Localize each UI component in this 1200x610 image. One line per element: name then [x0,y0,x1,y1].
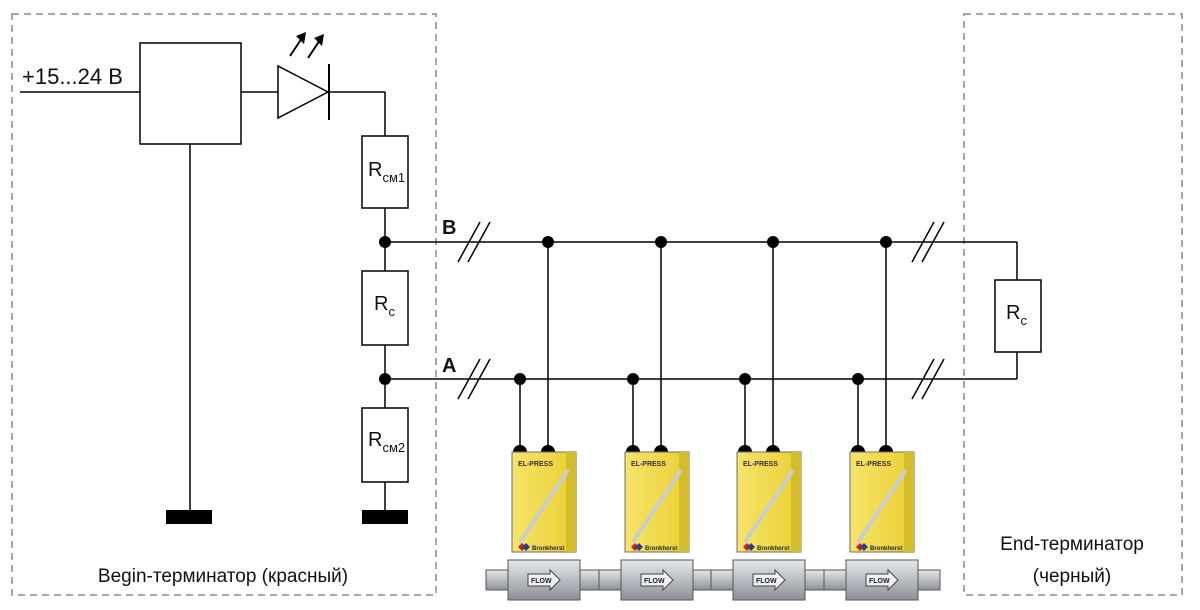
led-icon [277,32,330,120]
connector-pin [626,445,640,452]
end-terminator-box [963,13,1183,596]
flow-arrow-icon [752,568,786,592]
device-maker-label: Bronkhorst [645,546,677,552]
device-brand-label: EL-PRESS [743,461,778,468]
cable-break-marks [457,221,945,400]
junction-dot [655,236,667,248]
connector-pin [541,445,555,452]
junction-dot [379,236,391,248]
flow-label: FLOW [869,578,890,585]
end-terminator-label-line1: End-терминатор [1000,534,1144,555]
connector-pin [513,445,527,452]
end-terminator-label-line2: (черный) [1033,566,1111,587]
junction-dot [627,373,639,385]
device-maker-label: Bronkhorst [532,546,564,552]
resistor-rc-begin [361,270,409,346]
inlet-fitting [485,569,509,591]
resistor-rcm1 [361,135,409,209]
resistor-rc-end-label: Rс [1006,302,1027,328]
inlet-fitting [710,569,734,591]
inlet-fitting [598,569,622,591]
device-brand-label: EL-PRESS [518,461,553,468]
ground-symbol [166,510,212,524]
flow-arrow-icon [527,568,561,592]
junction-dot [514,373,526,385]
flow-arrow-icon [865,568,899,592]
connector-pin [766,445,780,452]
bus-label-a: A [442,355,456,377]
begin-terminator-box [11,13,437,596]
resistor-rc-end [994,279,1042,353]
regulator-block [139,42,242,145]
ground-symbol [362,510,408,524]
connector-pin [879,445,893,452]
supply-voltage-label: +15...24 В [22,64,123,89]
flow-arrow-icon [640,568,674,592]
junction-dot [739,373,751,385]
flow-label: FLOW [756,578,777,585]
junction-dot [542,236,554,248]
resistor-rc-begin-label: Rс [374,293,395,319]
inlet-fitting [823,569,847,591]
junction-dot [767,236,779,248]
connector-pin [851,445,865,452]
junction-dot [852,373,864,385]
connector-pin [654,445,668,452]
flow-label: FLOW [644,578,665,585]
device-maker-label: Bronkhorst [870,546,902,552]
connector-pin [738,445,752,452]
flow-label: FLOW [531,578,552,585]
resistor-rcm1-label: Rсм1 [368,159,405,185]
resistor-rcm2 [361,407,409,483]
begin-terminator-label: Begin-терминатор (красный) [98,566,348,587]
device-maker-label: Bronkhorst [757,546,789,552]
bus-label-b: B [442,217,456,239]
device-brand-label: EL-PRESS [856,461,891,468]
junction-dot [880,236,892,248]
device-brand-label: EL-PRESS [631,461,666,468]
resistor-rcm2-label: Rсм2 [368,429,405,455]
junction-dot [379,373,391,385]
outlet-fitting [917,569,941,591]
